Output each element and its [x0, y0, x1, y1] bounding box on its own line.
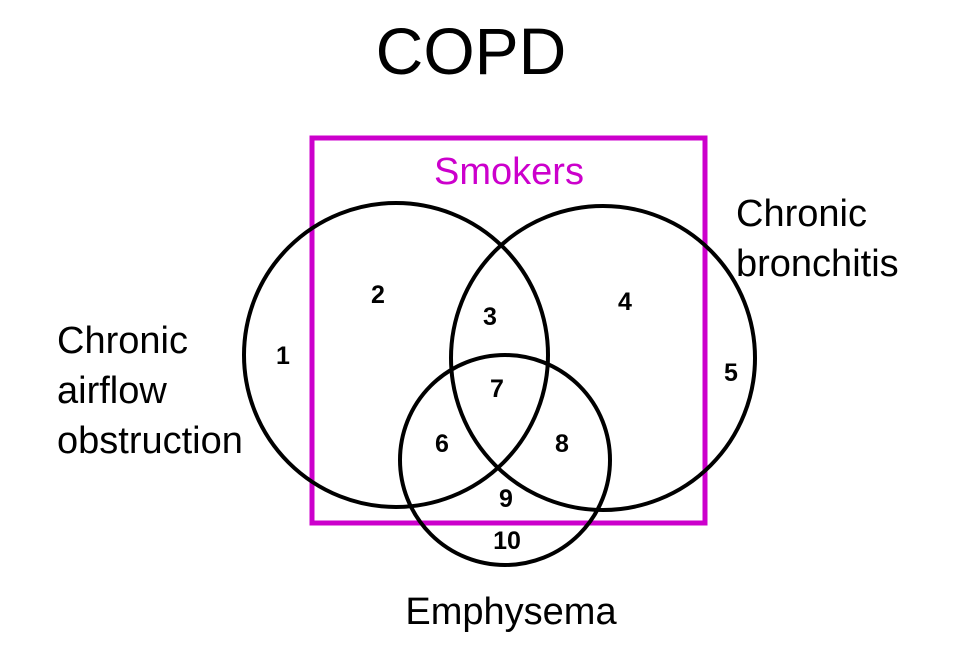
region-number: 4: [618, 288, 632, 316]
chronic-bronchitis-circle: [449, 204, 757, 512]
chronic-airflow-label-line-1: Chronic: [57, 320, 188, 362]
region-number: 8: [555, 430, 569, 458]
region-number: 2: [371, 281, 385, 309]
chronic-airflow-label-line-2: airflow: [57, 370, 167, 412]
region-number: 7: [490, 375, 504, 403]
smokers-set-box: [309, 135, 708, 526]
chronic-bronchitis-label-line-2: bronchitis: [736, 243, 899, 285]
chronic-airflow-label-line-3: obstruction: [57, 420, 243, 462]
region-number: 3: [483, 303, 497, 331]
emphysema-circle: [398, 353, 612, 567]
region-number: 5: [724, 359, 738, 387]
region-number: 9: [499, 485, 513, 513]
region-number: 10: [493, 527, 521, 555]
region-number: 6: [435, 430, 449, 458]
smokers-label: Smokers: [434, 151, 584, 193]
chronic-airflow-obstruction-circle: [242, 201, 550, 509]
emphysema-label: Emphysema: [405, 591, 617, 633]
chronic-bronchitis-label-line-1: Chronic: [736, 193, 867, 235]
region-number: 1: [276, 342, 290, 370]
diagram-title: COPD: [376, 14, 567, 88]
